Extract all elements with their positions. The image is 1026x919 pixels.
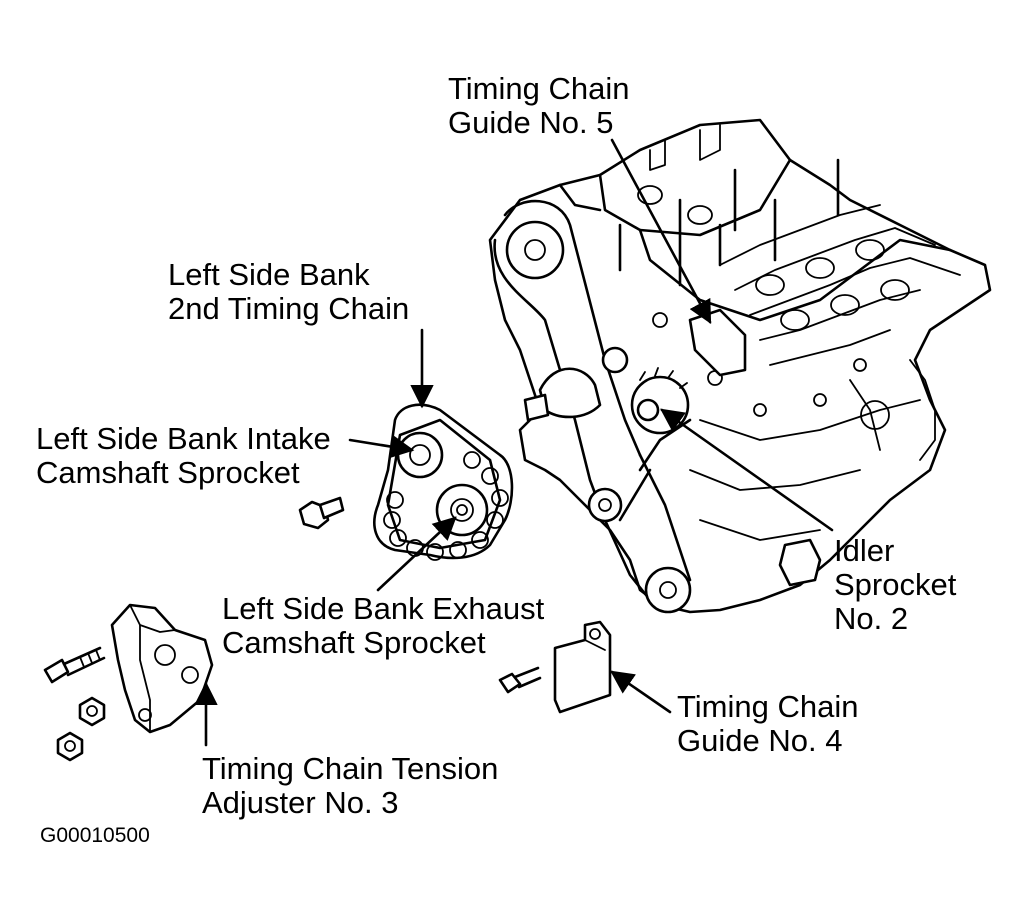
- camshaft-bolt: [298, 496, 345, 530]
- label-line: Camshaft Sprocket: [222, 625, 486, 660]
- label-line: Timing Chain Tension: [202, 751, 499, 786]
- label-left-bank-intake-camshaft-sprocket: Left Side Bank Intake Camshaft Sprocket: [36, 422, 331, 490]
- label-line: 2nd Timing Chain: [168, 291, 410, 326]
- label-timing-chain-guide-no4: Timing Chain Guide No. 4: [677, 690, 858, 758]
- idler-leader: [660, 408, 834, 532]
- exhaust-sprocket-leader: [376, 516, 457, 592]
- label-timing-chain-guide-no5: Timing Chain Guide No. 5: [448, 72, 629, 140]
- figure-id: G00010500: [40, 824, 150, 847]
- label-line: Timing Chain: [677, 689, 859, 724]
- label-line: Idler: [834, 533, 895, 568]
- leader-lines: [194, 138, 834, 747]
- label-line: Left Side Bank Exhaust: [222, 591, 545, 626]
- label-left-bank-2nd-timing-chain: Left Side Bank 2nd Timing Chain: [168, 258, 409, 326]
- tension-adjuster-part: [43, 603, 214, 762]
- label-line: Left Side Bank Intake: [36, 421, 331, 456]
- intake-sprocket-leader: [348, 435, 415, 459]
- label-line: No. 2: [834, 601, 909, 636]
- label-line: Guide No. 4: [677, 723, 843, 758]
- label-line: Sprocket: [834, 567, 957, 602]
- label-left-bank-exhaust-camshaft-sprocket: Left Side Bank Exhaust Camshaft Sprocket: [222, 592, 544, 660]
- label-line: Adjuster No. 3: [202, 785, 399, 820]
- guide4-leader: [610, 670, 672, 714]
- label-line: Guide No. 5: [448, 105, 614, 140]
- label-timing-chain-tension-adjuster-no3: Timing Chain Tension Adjuster No. 3: [202, 752, 498, 820]
- guide5-leader: [610, 138, 712, 325]
- label-idler-sprocket-no2: Idler Sprocket No. 2: [834, 534, 956, 636]
- engine-block: [488, 118, 992, 614]
- second-timing-chain-assembly: [373, 403, 514, 561]
- primary-timing-chain: [493, 199, 692, 614]
- guide-no4-part: [498, 620, 612, 714]
- label-line: Timing Chain: [448, 71, 630, 106]
- label-line: Camshaft Sprocket: [36, 455, 300, 490]
- label-line: Left Side Bank: [168, 257, 370, 292]
